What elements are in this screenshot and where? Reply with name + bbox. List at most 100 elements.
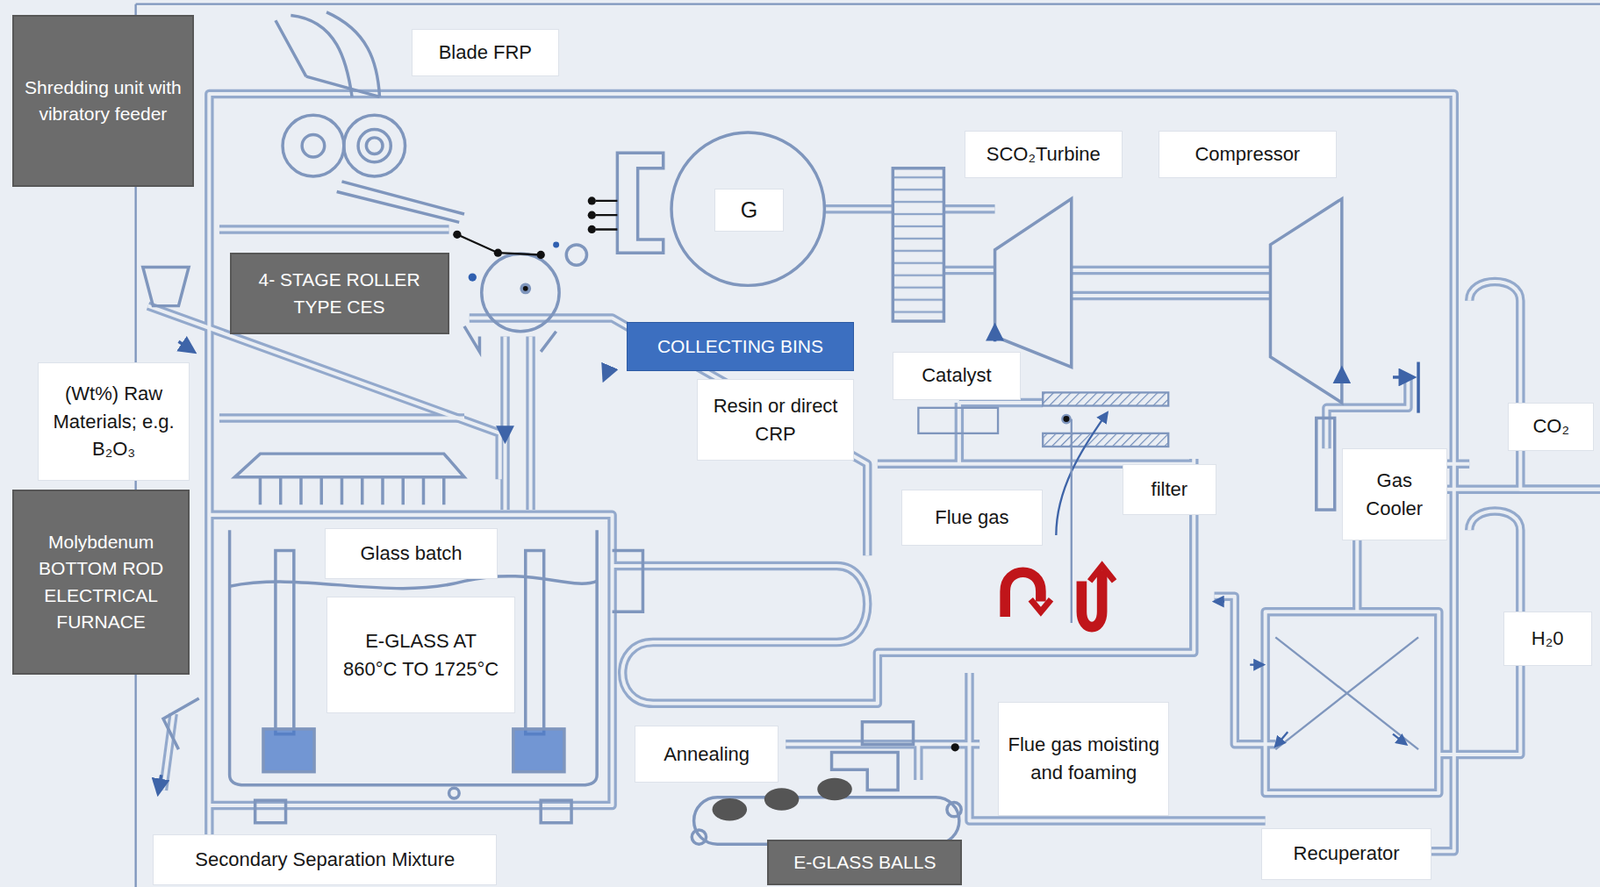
illustration-circle bbox=[552, 241, 560, 248]
illustration-circle bbox=[344, 114, 406, 177]
illustration-rect bbox=[525, 551, 545, 735]
illustration-path bbox=[612, 459, 1195, 704]
node-text: Gas Cooler bbox=[1351, 466, 1438, 524]
illustration-circle bbox=[449, 788, 460, 799]
illustration-circle bbox=[1061, 415, 1070, 424]
node-text: SCO₂Turbine bbox=[986, 140, 1101, 169]
illustration-rect bbox=[918, 408, 998, 434]
illustration-path bbox=[1269, 199, 1342, 403]
illustration-circle bbox=[301, 134, 325, 158]
node-text: filter bbox=[1151, 475, 1189, 504]
illustration-path bbox=[1004, 572, 1041, 618]
illustration-path bbox=[464, 326, 557, 352]
illustration-path bbox=[259, 477, 444, 505]
material-label: Glass batch bbox=[324, 528, 499, 580]
illustration-path bbox=[503, 428, 507, 441]
node-text: Catalyst bbox=[921, 361, 991, 390]
illustration-path bbox=[1275, 731, 1288, 747]
equipment-label: filter bbox=[1122, 464, 1217, 516]
node-text: (Wt%) Raw Materials; e.g. B₂O₃ bbox=[47, 380, 180, 465]
illustration-ellipse bbox=[817, 778, 853, 802]
node-text: 4- STAGE ROLLER TYPE CES bbox=[240, 266, 439, 321]
illustration-rect bbox=[540, 800, 572, 824]
illustration-circle bbox=[951, 743, 960, 752]
illustration-path bbox=[993, 326, 997, 342]
illustration-circle bbox=[588, 211, 596, 220]
equipment-label: Recuperator bbox=[1261, 828, 1432, 881]
equipment-label: 4- STAGE ROLLER TYPE CES bbox=[229, 252, 450, 335]
generator-label: G bbox=[714, 188, 784, 232]
stream-label: CO₂ bbox=[1507, 402, 1594, 452]
illustration-path bbox=[219, 224, 450, 234]
node-text: E-GLASS BALLS bbox=[793, 849, 936, 876]
process-label: Annealing bbox=[634, 725, 779, 783]
material-label: Blade FRP bbox=[411, 28, 560, 78]
illustration-path bbox=[1447, 464, 1600, 490]
illustration-path bbox=[1214, 600, 1226, 603]
node-text: Blade FRP bbox=[438, 38, 532, 67]
illustration-path bbox=[208, 515, 612, 806]
illustration-circle bbox=[588, 225, 596, 234]
node-text: Annealing bbox=[663, 740, 750, 769]
illustration-circle bbox=[947, 803, 962, 818]
illustration-rect bbox=[1042, 392, 1169, 406]
recuperator-core bbox=[1214, 602, 1420, 751]
illustration-circle bbox=[588, 196, 596, 205]
illustration-path bbox=[1392, 375, 1414, 379]
illustration-path bbox=[208, 515, 612, 806]
illustration-path bbox=[1447, 464, 1600, 490]
illustration-g bbox=[148, 93, 1600, 877]
illustration-g bbox=[148, 93, 1600, 877]
process-label: Flue gas moisting and foaming bbox=[997, 702, 1170, 817]
illustration-circle bbox=[365, 137, 383, 155]
process-label: E-GLASS AT 860°C TO 1725°C bbox=[326, 596, 516, 715]
stream-label: H₂0 bbox=[1503, 611, 1593, 667]
equipment-label: Gas Cooler bbox=[1341, 448, 1448, 541]
illustration-path bbox=[208, 93, 1454, 877]
illustration-path bbox=[1249, 664, 1263, 667]
illustration-circle bbox=[358, 129, 391, 163]
illustration-rect bbox=[263, 729, 315, 773]
illustration-path bbox=[337, 181, 465, 223]
illustration-path bbox=[1352, 540, 1362, 612]
illustration-rect bbox=[513, 729, 565, 773]
illustration-path bbox=[612, 551, 644, 613]
illustration-path bbox=[1275, 637, 1419, 750]
equipment-label: Shredding unit with vibratory feeder bbox=[12, 14, 194, 187]
illustration-path bbox=[1090, 566, 1115, 582]
node-text: CO₂ bbox=[1532, 412, 1570, 441]
illustration-path bbox=[603, 372, 607, 380]
node-text: Flue gas bbox=[934, 503, 1009, 532]
illustration-path bbox=[943, 268, 995, 273]
illustration-path bbox=[1071, 270, 1271, 296]
material-label: (Wt%) Raw Materials; e.g. B₂O₃ bbox=[37, 362, 190, 482]
illustration-rect bbox=[694, 797, 960, 845]
node-text: Glass batch bbox=[359, 539, 462, 568]
pipe-network bbox=[148, 93, 1600, 877]
illustration-path bbox=[995, 199, 1072, 368]
illustration-path bbox=[1340, 369, 1343, 383]
node-text: H₂0 bbox=[1531, 624, 1565, 653]
illustration-path bbox=[1469, 281, 1600, 490]
illustration-path bbox=[943, 265, 995, 275]
equipment-label: Catalyst bbox=[892, 351, 1020, 401]
generator bbox=[588, 132, 945, 322]
illustration-path bbox=[1070, 419, 1073, 624]
illustration-path bbox=[1030, 599, 1051, 612]
illustration-rect bbox=[1042, 433, 1169, 447]
node-text: Resin or direct CRP bbox=[706, 392, 845, 449]
illustration-path bbox=[457, 234, 541, 255]
illustration-path bbox=[1355, 540, 1359, 612]
node-text: Compressor bbox=[1194, 140, 1300, 169]
illustration-path bbox=[1055, 413, 1107, 536]
illustration-path bbox=[1469, 281, 1600, 490]
illustration-path bbox=[143, 266, 189, 306]
illustration-path bbox=[178, 341, 194, 352]
illustration-circle bbox=[566, 244, 587, 266]
illustration-path bbox=[529, 336, 533, 510]
product-label: E-GLASS BALLS bbox=[767, 839, 962, 886]
equipment-label: Molybdenum BOTTOM ROD ELECTRICAL FURNACE bbox=[12, 489, 190, 675]
illustration-path bbox=[234, 453, 465, 478]
illustration-path bbox=[469, 318, 868, 557]
illustration-ellipse bbox=[712, 798, 748, 822]
